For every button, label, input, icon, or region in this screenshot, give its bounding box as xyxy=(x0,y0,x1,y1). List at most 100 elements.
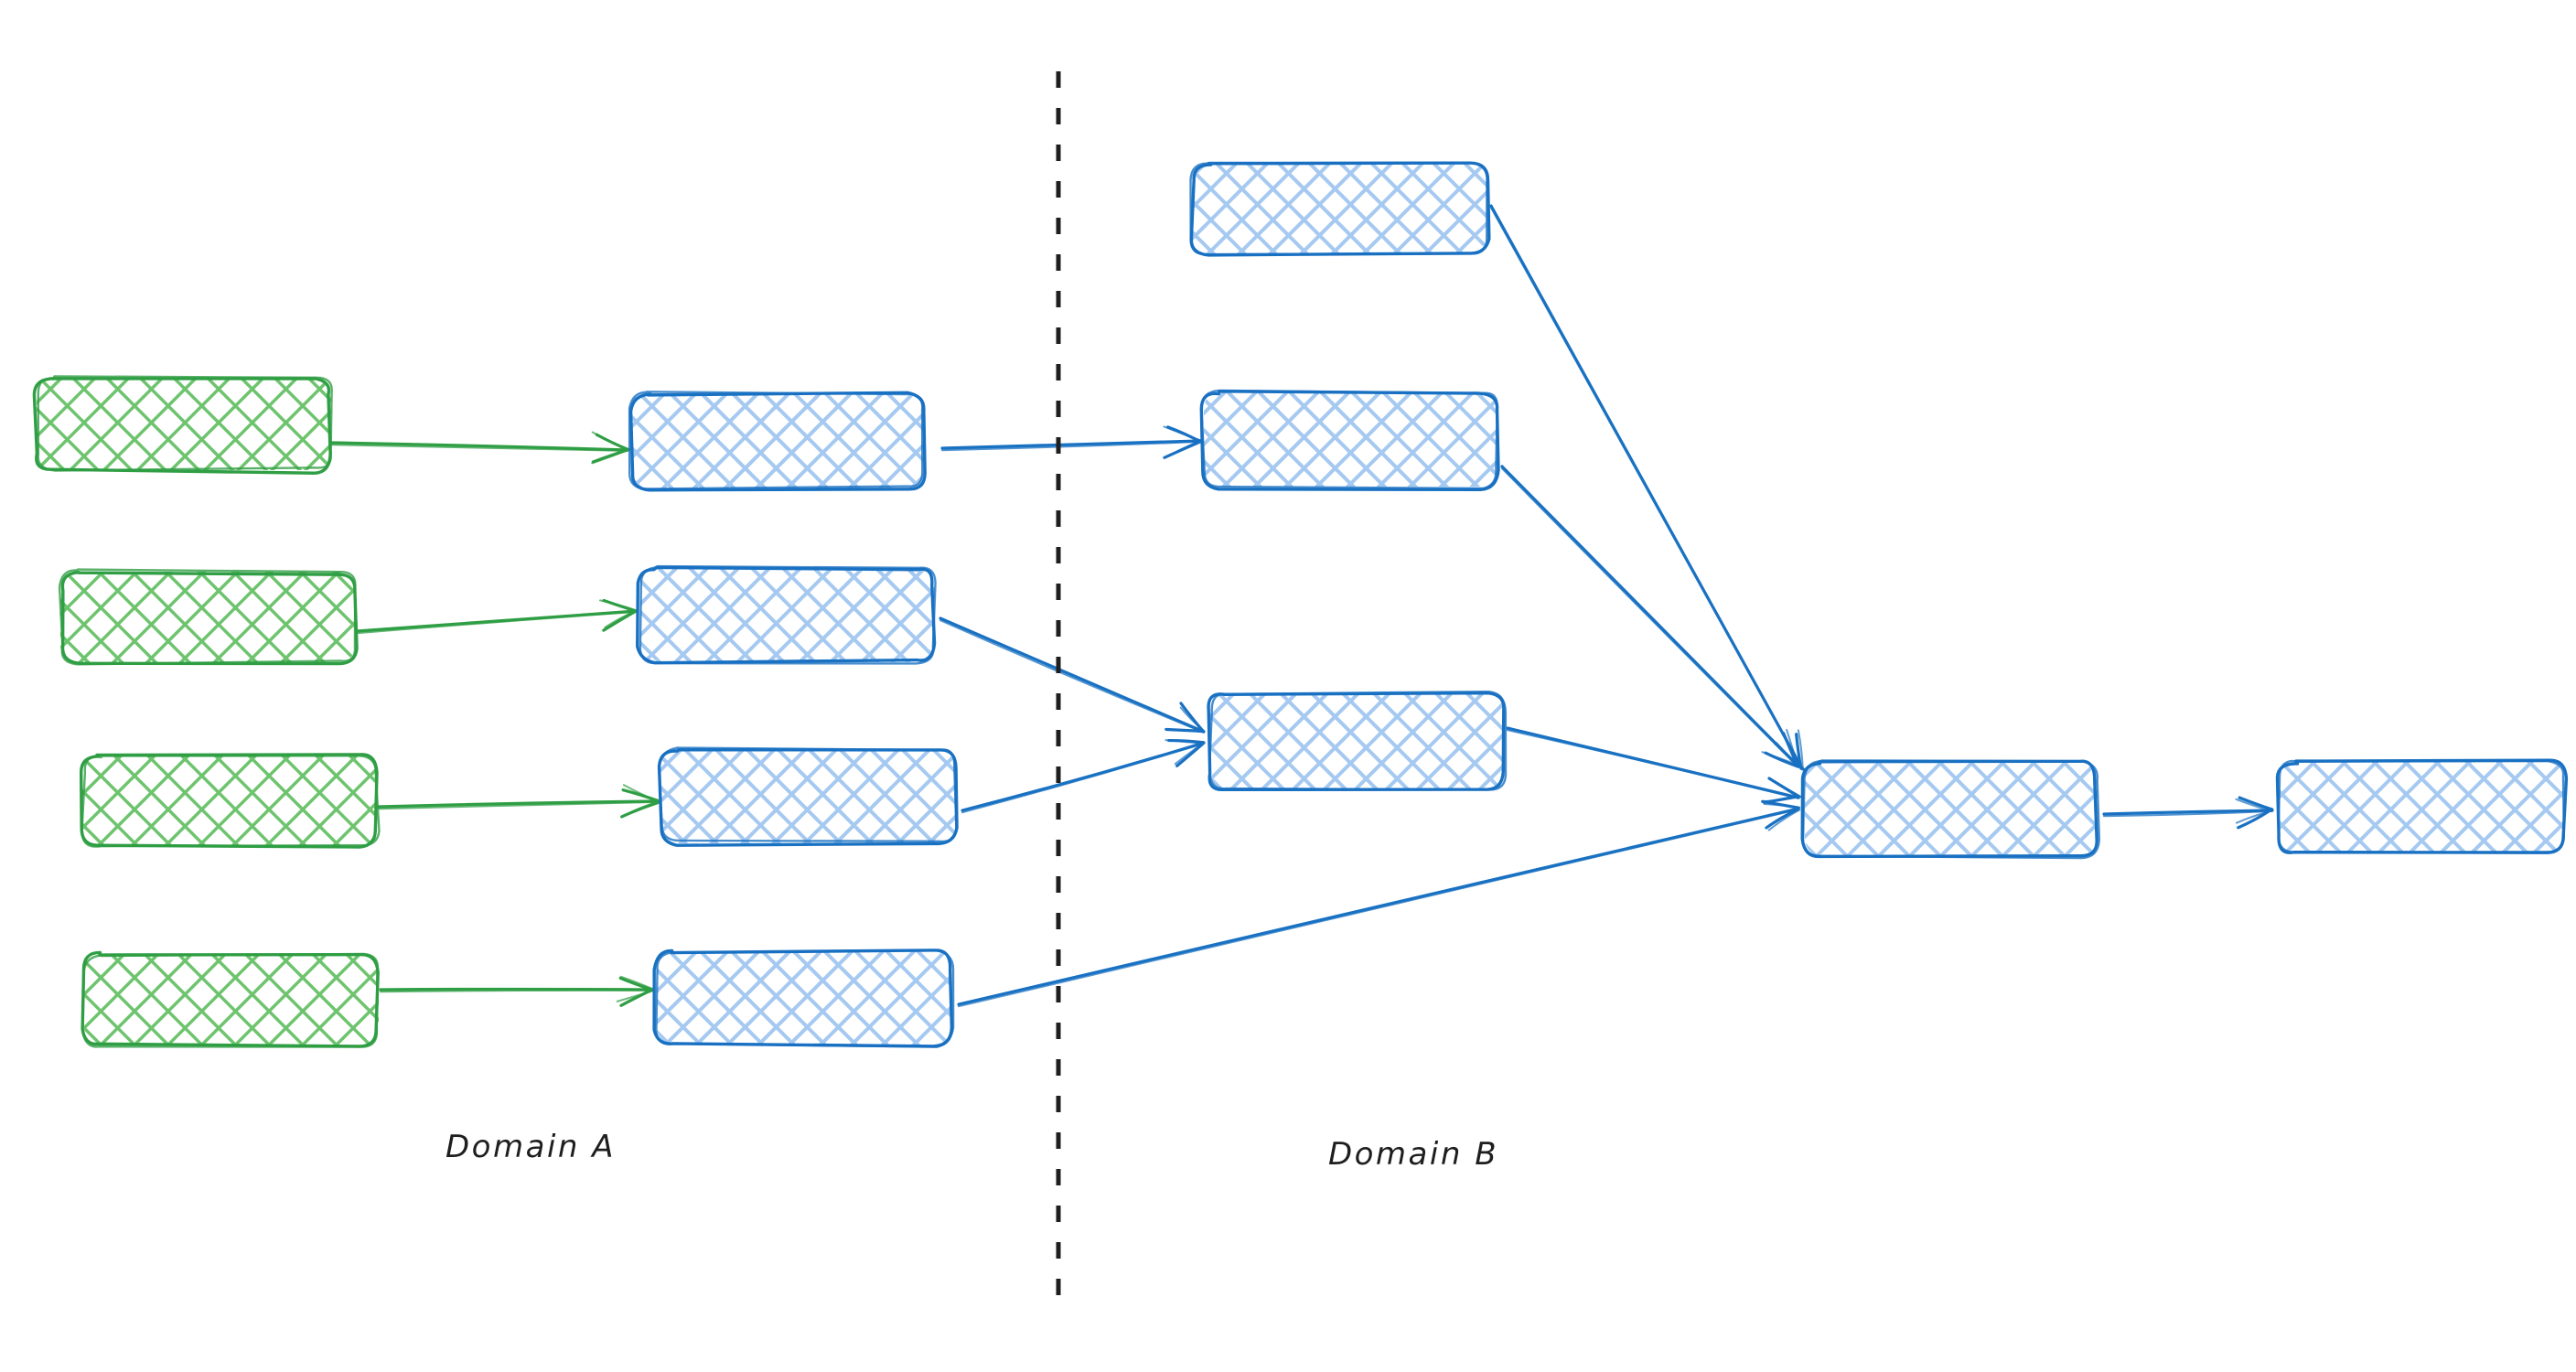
edge-arrowhead xyxy=(623,801,658,817)
node-fill xyxy=(631,393,924,488)
node-a3[interactable] xyxy=(79,753,381,849)
edge-arrowhead xyxy=(618,976,654,991)
edge-arrowhead xyxy=(1163,425,1203,442)
node-a1[interactable] xyxy=(32,375,333,475)
edge-arrowhead xyxy=(622,784,657,802)
node-fill xyxy=(82,756,377,847)
node-a2[interactable] xyxy=(58,568,359,666)
node-outline xyxy=(37,375,333,472)
edge-a2-b2[interactable] xyxy=(355,598,639,635)
edge-arrowhead xyxy=(591,431,629,450)
node-outline xyxy=(1208,690,1508,791)
edge-b4-d1[interactable] xyxy=(957,799,1801,1008)
node-c2[interactable] xyxy=(1199,389,1500,492)
node-outline xyxy=(1200,389,1498,490)
edge-d1-e1[interactable] xyxy=(2102,796,2274,830)
edge-shaft xyxy=(378,800,658,810)
node-fill xyxy=(660,750,955,843)
edge-arrowhead xyxy=(1763,803,1800,809)
edge-arrowhead xyxy=(1782,732,1799,767)
edge-arrowhead xyxy=(1765,808,1800,830)
edge-shaft xyxy=(1490,207,1803,770)
edge-b3-c3[interactable] xyxy=(961,738,1206,814)
node-fill xyxy=(60,572,355,663)
node-b1[interactable] xyxy=(628,391,927,492)
edge-arrowhead xyxy=(2235,798,2272,812)
domain-b-label: Domain B xyxy=(1328,1136,1498,1173)
edge-shaft xyxy=(1501,467,1799,768)
edge-shaft xyxy=(1500,465,1800,768)
edges-layer xyxy=(329,204,2274,1008)
domain-a-label: Domain A xyxy=(445,1129,616,1165)
node-outline xyxy=(80,952,379,1048)
node-outline xyxy=(32,377,332,475)
edge-shaft xyxy=(957,807,1800,1006)
edge-a4-b4[interactable] xyxy=(379,975,656,1007)
edge-arrowhead xyxy=(591,449,629,465)
edge-shaft xyxy=(961,742,1205,814)
node-outline xyxy=(80,755,381,848)
node-outline xyxy=(628,391,924,490)
node-outline xyxy=(636,565,937,665)
edge-shaft xyxy=(958,808,1799,1008)
node-outline xyxy=(1189,161,1488,256)
edge-arrowhead xyxy=(1786,728,1799,768)
node-b4[interactable] xyxy=(652,949,955,1048)
edge-arrowhead xyxy=(619,975,656,991)
edge-arrowhead xyxy=(1767,777,1798,798)
node-outline xyxy=(639,564,937,665)
edge-c1-d1[interactable] xyxy=(1489,204,1805,771)
node-fill xyxy=(640,569,935,662)
edge-a1-b1[interactable] xyxy=(329,431,631,465)
node-fill xyxy=(84,954,379,1045)
edge-arrowhead xyxy=(1761,796,1800,803)
edge-arrowhead xyxy=(1179,706,1206,732)
edge-shaft xyxy=(1507,729,1799,799)
node-outline xyxy=(58,568,357,666)
edge-arrowhead xyxy=(616,989,656,1002)
edge-c2-d1[interactable] xyxy=(1500,465,1800,768)
node-fill xyxy=(1204,391,1498,487)
edge-shaft xyxy=(940,439,1202,450)
edge-arrowhead xyxy=(1174,742,1205,766)
node-b3[interactable] xyxy=(657,746,959,847)
edge-arrowhead xyxy=(1165,739,1206,745)
edge-arrowhead xyxy=(1164,728,1205,734)
edge-shaft xyxy=(939,619,1205,734)
edge-shaft xyxy=(356,610,638,635)
edge-shaft xyxy=(941,440,1201,452)
edge-b2-c3[interactable] xyxy=(939,616,1206,734)
edge-arrowhead xyxy=(1795,733,1803,770)
node-fill xyxy=(37,379,331,470)
edge-a3-b3[interactable] xyxy=(377,784,660,819)
node-fill xyxy=(1192,163,1487,254)
edge-arrowhead xyxy=(598,599,637,611)
edge-arrowhead xyxy=(1797,729,1804,770)
edge-shaft xyxy=(377,799,659,809)
edge-shaft xyxy=(330,444,628,452)
edge-shaft xyxy=(379,987,655,991)
nodes-layer xyxy=(32,161,2569,1048)
node-outline xyxy=(80,950,380,1048)
edge-shaft xyxy=(2102,809,2274,816)
node-fill xyxy=(1805,761,2098,856)
edge-shaft xyxy=(939,616,1206,734)
node-outline xyxy=(655,949,955,1048)
edge-arrowhead xyxy=(1164,440,1200,458)
edge-shaft xyxy=(2103,809,2273,818)
edge-c3-d1[interactable] xyxy=(1506,726,1801,804)
node-d1[interactable] xyxy=(1800,759,2101,860)
node-e1[interactable] xyxy=(2275,758,2569,854)
node-outline xyxy=(2277,759,2566,854)
edge-shaft xyxy=(329,441,629,452)
node-outline xyxy=(658,746,958,843)
node-outline xyxy=(1801,759,2101,860)
node-a4[interactable] xyxy=(80,950,380,1048)
node-c1[interactable] xyxy=(1189,161,1491,257)
node-fill xyxy=(2278,761,2563,852)
node-c3[interactable] xyxy=(1207,690,1508,791)
edge-b1-c2[interactable] xyxy=(940,425,1203,459)
node-b2[interactable] xyxy=(636,564,937,665)
